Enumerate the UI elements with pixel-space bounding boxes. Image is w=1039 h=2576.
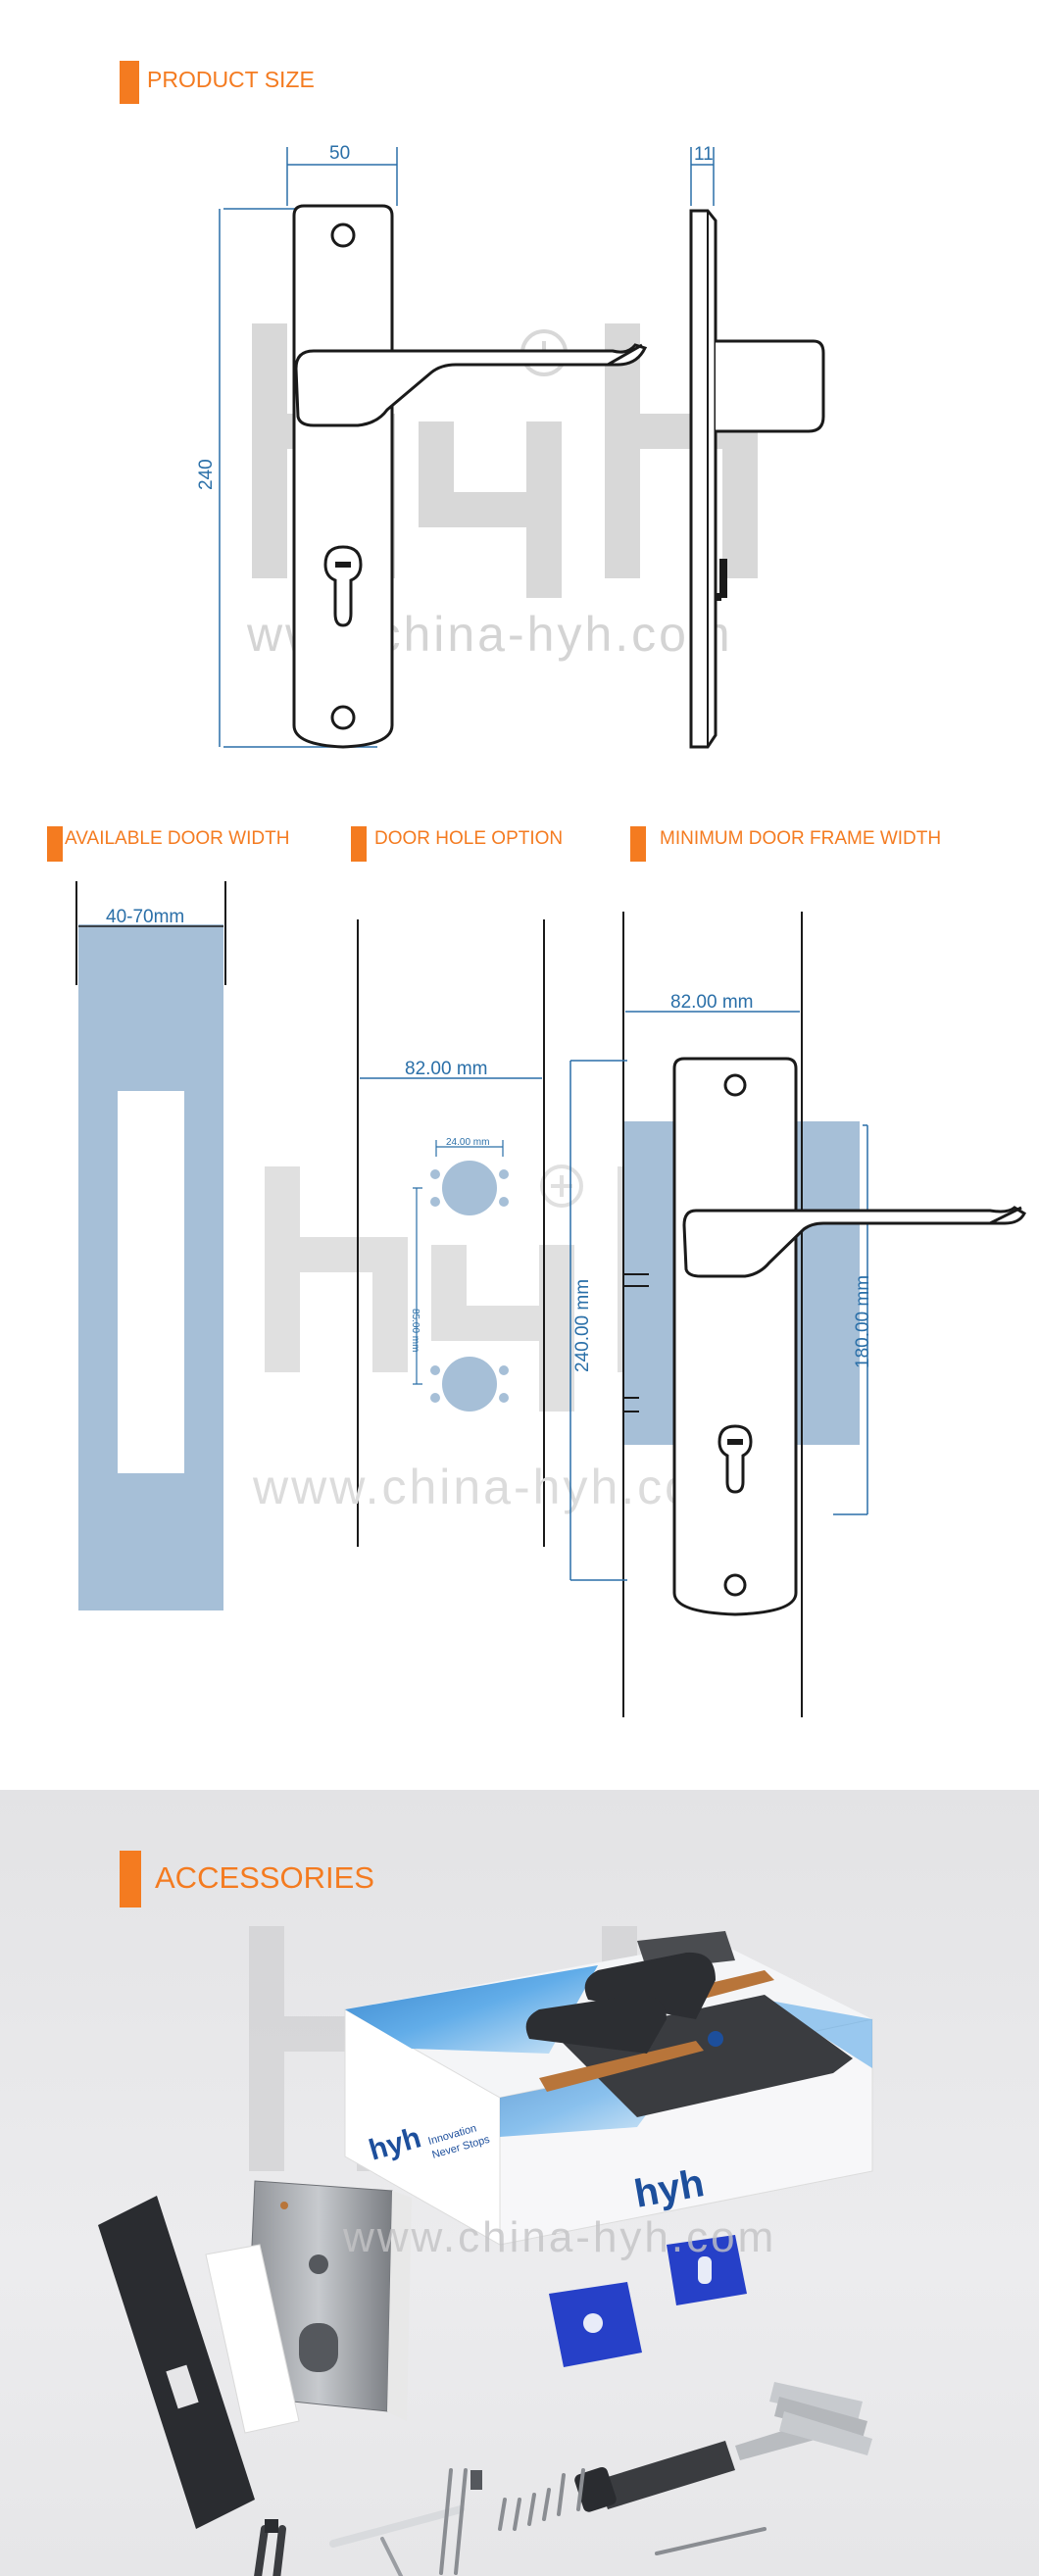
screw-hole-top (723, 1073, 747, 1097)
back-plate (292, 204, 394, 749)
door-hole-diagram: 82.00 mm 24.00 mm 85.00 mm (357, 919, 545, 1547)
plate-height-label: 240.00 mm (572, 1279, 593, 1372)
door-frame-diagram: 82.00 mm 240.00 mm 180.00 mm (569, 912, 1026, 1717)
section-minimum-door-frame-width: MINIMUM DOOR FRAME WIDTH (630, 826, 941, 862)
screw-hole-bottom (330, 705, 356, 730)
handle-height-label: 180.00 mm (853, 1275, 873, 1368)
accent-bar (47, 826, 63, 862)
section-title: ACCESSORIES (155, 1860, 374, 1895)
foam-pads (549, 2235, 747, 2367)
frame-width-label: 82.00 mm (670, 992, 753, 1013)
section-available-door-width: AVAILABLE DOOR WIDTH (47, 826, 289, 862)
accessories-illustration: hyh Innovation Never Stops hyh (98, 1931, 873, 2576)
accent-bar (120, 61, 139, 104)
section-door-hole-option: DOOR HOLE OPTION (351, 826, 563, 862)
door-width-label: 40-70mm (106, 907, 184, 927)
lever-handles (525, 1931, 853, 2117)
door-cutout (118, 1091, 184, 1473)
cylinder-hole (323, 545, 363, 627)
section-product-size: PRODUCT SIZE (120, 61, 315, 104)
section-accessories: ACCESSORIES (120, 1851, 374, 1907)
plate-height-label: 240 (196, 459, 217, 490)
hole-spacing-v-label: 85.00 mm (410, 1309, 421, 1352)
spindle-hole-bottom (442, 1357, 497, 1412)
strike-plate (98, 2196, 300, 2529)
lever-handle (682, 1206, 1026, 1278)
side-lever (716, 339, 825, 433)
side-plate (689, 209, 717, 749)
back-plate (672, 1057, 798, 1616)
section-title: PRODUCT SIZE (147, 66, 315, 92)
watermark-url: www.china-hyh.com (343, 2213, 777, 2261)
watermark-url: www.china-hyh.com (253, 1460, 739, 1514)
key-cylinder (574, 2382, 872, 2512)
section-title: DOOR HOLE OPTION (374, 828, 564, 849)
handle-front-view: 50 240 (196, 143, 648, 749)
small-screws (265, 2470, 482, 2533)
section-title: MINIMUM DOOR FRAME WIDTH (660, 828, 942, 849)
door-hole-width-label: 82.00 mm (405, 1059, 487, 1079)
lever-handle (294, 343, 648, 427)
section-title: AVAILABLE DOOR WIDTH (65, 828, 290, 849)
screw-hole-bottom (723, 1573, 747, 1597)
accent-bar (120, 1851, 141, 1907)
plate-width-label: 50 (329, 143, 350, 164)
spindle-hole-top (442, 1161, 497, 1215)
door-width-diagram: 40-70mm (75, 881, 226, 1610)
handle-side-view: 11 (689, 144, 825, 749)
screws (254, 2468, 767, 2576)
hole-spacing-h-label: 24.00 mm (446, 1137, 489, 1148)
accent-bar (351, 826, 367, 862)
thickness-label: 11 (694, 144, 714, 165)
screw-hole-top (330, 223, 356, 248)
accent-bar (630, 826, 646, 862)
